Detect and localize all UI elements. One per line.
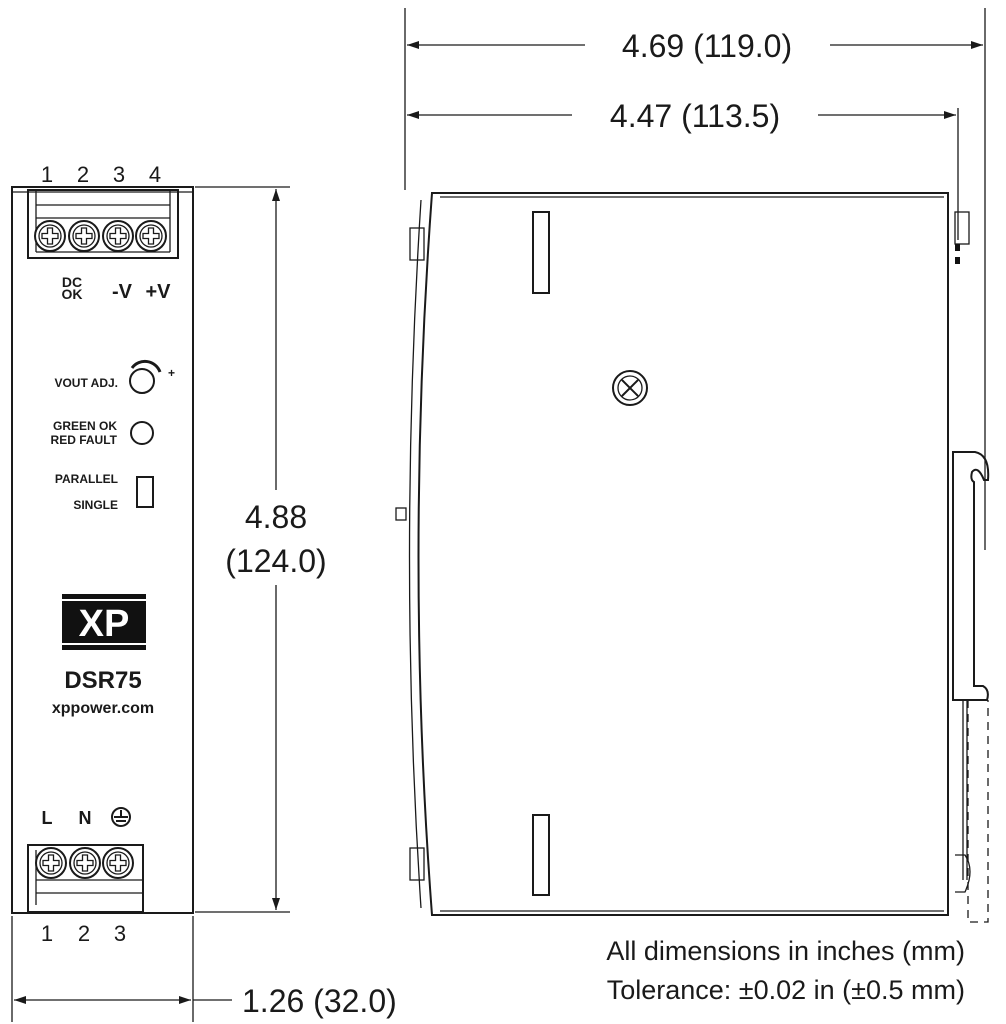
vout-adj-label: VOUT ADJ. [54,376,118,390]
single-label: SINGLE [73,498,118,512]
terminal-number: 1 [41,921,53,946]
depth-body-label: 4.47 (113.5) [610,98,780,134]
depth-total-label: 4.69 (119.0) [622,28,792,64]
units-note: All dimensions in inches (mm) [606,936,965,966]
height-dimension: 4.88 (124.0) [195,186,327,913]
ground-icon [111,807,131,827]
vout-adj-potentiometer [129,368,155,394]
vent-slot [532,814,550,896]
terminal-screw-icon [135,220,167,252]
vout-plus-label: + [168,366,175,380]
front-view: 1 2 3 4 DC OK -V +V VOUT ADJ. + GREEN OK… [11,162,194,946]
terminal-screw-icon [102,847,134,879]
terminal-number: 4 [149,162,161,187]
terminal-number: 1 [41,162,53,187]
terminal-screw-icon [102,220,134,252]
width-dimension: 1.26 (32.0) [11,916,397,1022]
height-mm: (124.0) [225,543,326,579]
screw-icon [612,370,648,406]
side-view [395,192,990,923]
terminal-screw-icon [69,847,101,879]
led-label-red: RED FAULT [51,433,118,447]
terminal-screw-icon [34,220,66,252]
website: xppower.com [52,700,154,717]
bottom-terminal-block [27,844,144,913]
line-label: L [42,808,53,828]
svg-text:XP: XP [79,603,130,645]
terminal-number: 3 [113,162,125,187]
parallel-label: PARALLEL [55,472,118,486]
height-in: 4.88 [245,499,307,535]
vent-slot [532,211,550,294]
ok-label: OK [62,286,83,302]
minus-v-label: -V [112,281,133,303]
model-name: DSR75 [64,667,141,694]
side-housing [417,192,949,916]
terminal-screw-icon [68,220,100,252]
width-label: 1.26 (32.0) [242,983,397,1019]
led-label-green: GREEN OK [53,419,117,433]
terminal-number: 3 [114,921,126,946]
din-clip [952,211,990,923]
neutral-label: N [79,808,92,828]
dc-label: DC [62,274,82,290]
tolerance-note: Tolerance: ±0.02 in (±0.5 mm) [607,975,965,1005]
plus-v-label: +V [145,281,171,303]
xp-logo: XP [62,594,146,650]
status-led [130,421,154,445]
depth-dimensions: 4.69 (119.0) 4.47 (113.5) [404,8,986,550]
parallel-single-switch [136,476,154,508]
top-terminal-block [27,189,179,259]
terminal-number: 2 [78,921,90,946]
terminal-screw-icon [35,847,67,879]
terminal-number: 2 [77,162,89,187]
adjust-arrow-icon [130,359,162,373]
